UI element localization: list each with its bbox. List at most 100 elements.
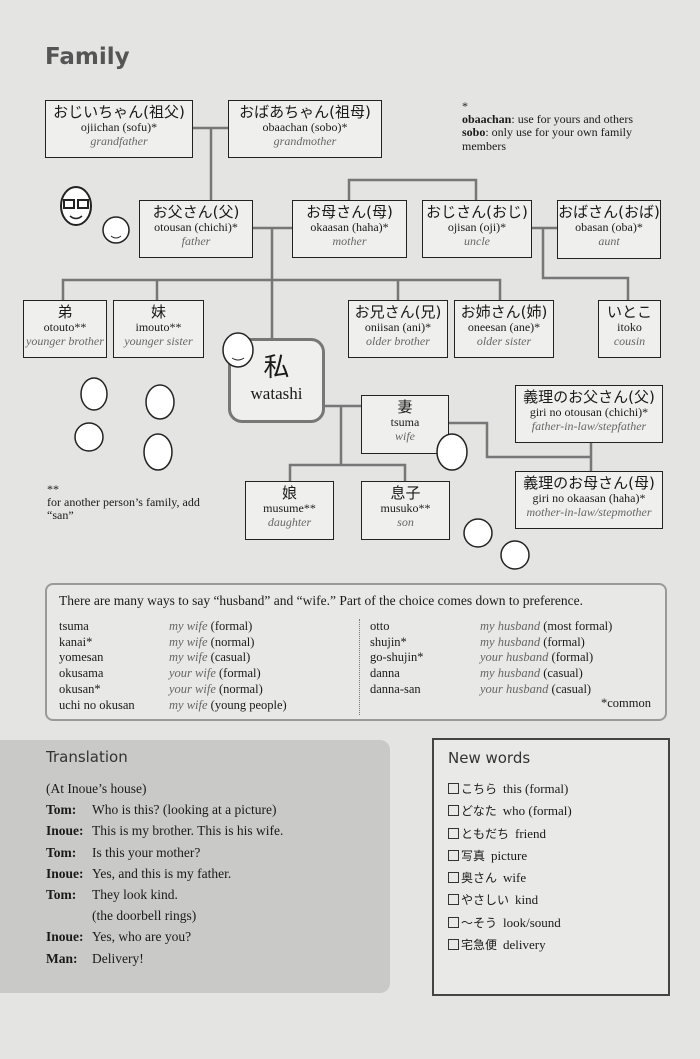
romaji-label: oneesan (ane)* xyxy=(467,320,541,335)
box-grandmother: おばあちゃん(祖母)obaachan (sobo)*grandmother xyxy=(228,100,382,158)
dialogue-line: Inoue:Yes, who are you? xyxy=(46,926,283,947)
term-level: (casual) xyxy=(551,681,592,696)
dialogue-line: Tom:Is this your mother? xyxy=(46,842,283,863)
face-illustration-icon xyxy=(143,433,173,471)
term-meaning: my husband xyxy=(480,619,541,633)
kanji-label: 義理のお母さん(母) xyxy=(523,474,655,492)
dialogue-text: Yes, and this is my father. xyxy=(92,865,232,881)
speaker: Tom: xyxy=(46,844,77,860)
english-label: grandfather xyxy=(90,134,148,149)
word-japanese: やさしい xyxy=(461,893,510,908)
word-english: this (formal) xyxy=(503,781,569,796)
term-meaning: your wife xyxy=(169,681,216,696)
english-label: younger brother xyxy=(26,334,104,349)
kanji-label: 息子 xyxy=(390,484,421,502)
husband-term-row: otto my husband (most formal) xyxy=(370,619,612,635)
note-term: obaachan xyxy=(462,112,512,127)
dialogue-text: Yes, who are you? xyxy=(92,929,192,945)
term-level: (formal) xyxy=(219,666,261,681)
term-meaning: my husband xyxy=(480,666,541,681)
double-asterisk-note: ** for another person’s family, add “san… xyxy=(47,482,217,523)
word-japanese: 写真 xyxy=(461,848,486,863)
english-label: father-in-law/stepfather xyxy=(531,419,647,434)
dialogue-line: Man:Delivery! xyxy=(46,948,283,969)
term-word: uchi no okusan xyxy=(59,697,135,712)
romaji-label: obaachan (sobo)* xyxy=(262,120,348,135)
romaji-label: otousan (chichi)* xyxy=(154,220,238,235)
box-older-brother: お兄さん(兄)oniisan (ani)*older brother xyxy=(348,300,448,358)
translation-panel: Translation (At Inoue’s house)Tom:Who is… xyxy=(0,740,390,993)
checkbox-icon xyxy=(448,805,459,817)
dialogue-line: Inoue:Yes, and this is my father. xyxy=(46,863,283,884)
box-grandfather: おじいちゃん(祖父)ojiichan (sofu)*grandfather xyxy=(45,100,193,158)
term-meaning: my wife xyxy=(169,650,208,665)
box-uncle: おじさん(おじ)ojisan (oji)*uncle xyxy=(422,200,532,258)
term-level: (casual) xyxy=(543,666,583,681)
kanji-label: 義理のお父さん(父) xyxy=(523,388,655,406)
kanji-label: お母さん(母) xyxy=(306,203,393,221)
term-level: (most formal) xyxy=(543,619,613,633)
note-mark: ** xyxy=(47,482,59,496)
romaji-label: itoko xyxy=(617,320,642,335)
english-label: wife xyxy=(395,429,415,444)
term-meaning: my husband xyxy=(480,634,541,649)
term-word: otto xyxy=(370,619,390,633)
term-level: (formal) xyxy=(210,619,253,633)
box-mother: お母さん(母)okaasan (haha)*mother xyxy=(292,200,407,258)
checkbox-icon xyxy=(448,849,459,861)
term-level: (formal) xyxy=(543,634,585,649)
box-father: お父さん(父)otousan (chichi)*father xyxy=(139,200,253,258)
face-illustration-icon xyxy=(60,186,92,226)
word-japanese: どなた xyxy=(461,804,497,819)
romaji-label: tsuma xyxy=(390,415,420,430)
face-illustration-icon xyxy=(222,332,254,368)
english-label: uncle xyxy=(464,234,490,249)
romaji-label: ojiichan (sofu)* xyxy=(80,120,158,135)
term-meaning: my wife xyxy=(169,634,208,649)
face-illustration-icon xyxy=(463,518,493,548)
kanji-label: 妻 xyxy=(397,398,413,416)
face-illustration-icon xyxy=(500,540,530,570)
box-father-in-law: 義理のお父さん(父)giri no otousan (chichi)*fathe… xyxy=(515,385,663,443)
husband-wife-box: There are many ways to say “husband” and… xyxy=(45,583,667,721)
romaji-label: giri no otousan (chichi)* xyxy=(529,405,649,420)
speaker: Tom: xyxy=(46,887,77,903)
checkbox-icon xyxy=(448,872,459,884)
english-label: father xyxy=(181,234,211,249)
term-word: okusan* xyxy=(59,681,101,696)
term-meaning: your husband xyxy=(480,681,549,696)
term-meaning: your wife xyxy=(169,666,216,681)
checkbox-icon xyxy=(448,939,459,951)
kanji-label: お姉さん(姉) xyxy=(460,303,548,321)
romaji-label: obasan (oba)* xyxy=(575,220,643,235)
dialogue-text: They look kind. xyxy=(92,887,178,903)
word-english: look/sound xyxy=(503,914,561,930)
new-word-item: こちら this (formal) xyxy=(448,778,572,800)
speaker: Man: xyxy=(46,950,78,966)
dialogue: (At Inoue’s house)Tom:Who is this? (look… xyxy=(46,778,283,969)
romaji-label: imouto** xyxy=(135,320,182,335)
term-word: yomesan xyxy=(59,650,104,665)
romaji-label: oniisan (ani)* xyxy=(364,320,432,335)
checkbox-icon xyxy=(448,916,459,928)
kanji-label: お兄さん(兄) xyxy=(354,303,442,321)
term-meaning: your husband xyxy=(480,650,549,665)
romaji-label: otouto** xyxy=(43,320,87,335)
word-english: wife xyxy=(503,870,527,886)
face-illustration-icon xyxy=(80,377,108,411)
speaker: Tom: xyxy=(46,802,77,818)
word-japanese: 奥さん xyxy=(461,871,498,886)
word-english: picture xyxy=(491,847,528,863)
dotted-divider xyxy=(359,619,360,715)
word-japanese: こちら xyxy=(461,782,498,796)
